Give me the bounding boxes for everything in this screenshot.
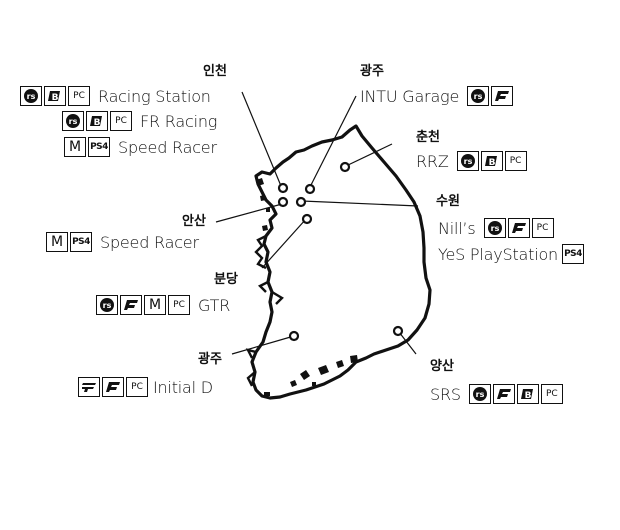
svg-text:B: B: [94, 118, 101, 128]
pc-icon: PC: [504, 151, 527, 171]
svg-text:B: B: [52, 93, 59, 103]
shop-row-intu-garage: INTU Garage rs: [360, 84, 514, 108]
pc-icon: PC: [68, 86, 90, 106]
shop-name: FR Racing: [140, 111, 218, 131]
leader-lines: [215, 91, 419, 355]
marker-chuncheon: [339, 161, 351, 173]
pc-icon: PC: [126, 377, 148, 397]
m-icon: M: [64, 137, 86, 157]
rs-icon: rs: [456, 151, 479, 171]
location-markers: [277, 161, 404, 342]
svg-text:B: B: [488, 158, 495, 168]
pc-icon: PC: [540, 384, 563, 404]
shop-row-fr-racing: rs B PC FR Racing: [62, 109, 217, 133]
marker-bundang: [301, 213, 313, 225]
m-icon: M: [46, 232, 68, 252]
f-icon: [492, 384, 515, 404]
pc-icon: PC: [531, 218, 554, 238]
b-icon: B: [44, 86, 66, 106]
region-label-suwon: 수원: [436, 194, 460, 209]
b-icon: B: [516, 384, 539, 404]
shop-name: Racing Station: [98, 86, 211, 106]
rs-icon: rs: [467, 86, 490, 106]
west-coast-detail: [245, 234, 284, 387]
shop-name: SRS: [430, 384, 461, 404]
svg-text:rs: rs: [463, 157, 472, 166]
region-label-ansan: 안산: [182, 214, 206, 229]
pc-icon: PC: [168, 295, 190, 315]
shop-row-rrz: RRZ rs B PC: [416, 149, 527, 173]
rs-icon: rs: [468, 384, 491, 404]
shop-row-yes-playstation: YeS PlayStation PS4: [438, 242, 584, 266]
badge-group: rs: [467, 86, 514, 106]
b-icon: B: [86, 111, 108, 131]
badge-group: rs M PC: [96, 295, 190, 315]
region-label-bundang: 분당: [214, 272, 238, 287]
badge-group: rs B PC: [456, 151, 527, 171]
badge-group: PS4: [562, 244, 584, 264]
region-label-incheon: 인천: [203, 64, 227, 79]
shop-name: YeS PlayStation: [438, 244, 558, 264]
marker-gwangju-south: [288, 330, 300, 342]
shop-name: GTR: [198, 295, 231, 315]
region-label-gwangju-south: 광주: [198, 352, 222, 367]
badge-group: rs B PC: [468, 384, 563, 404]
region-label-yangsan: 양산: [430, 359, 454, 374]
shop-row-initial-d: PC Initial D: [78, 375, 213, 399]
korea-outline: [250, 124, 432, 400]
svg-text:rs: rs: [103, 301, 112, 310]
badge-group: PC: [78, 377, 148, 397]
shop-name: Initial D: [153, 377, 213, 397]
shop-name: Speed Racer: [118, 137, 217, 157]
badge-group: rs B PC: [62, 111, 132, 131]
marker-suwon: [295, 196, 307, 208]
f-icon: [491, 86, 514, 106]
ps4-icon: PS4: [562, 244, 584, 264]
ps4-icon: PS4: [88, 137, 110, 157]
marker-incheon: [277, 182, 289, 194]
svg-text:rs: rs: [475, 390, 484, 399]
svg-text:rs: rs: [27, 92, 36, 101]
shop-row-srs: SRS rs B PC: [430, 382, 563, 406]
rs-icon: rs: [483, 218, 506, 238]
svg-text:rs: rs: [490, 224, 499, 233]
svg-text:rs: rs: [474, 92, 483, 101]
f-icon: [102, 377, 124, 397]
svg-text:rs: rs: [69, 117, 78, 126]
badge-group: M PS4: [64, 137, 110, 157]
region-label-chuncheon: 춘천: [416, 130, 440, 145]
incheon-islands: [256, 178, 270, 231]
shop-row-racing-station: rs B PC Racing Station: [20, 84, 211, 108]
pc-icon: PC: [110, 111, 132, 131]
shop-name: Nill’s: [438, 218, 476, 238]
shop-name: RRZ: [416, 151, 449, 171]
marker-gwangju-north: [304, 183, 316, 195]
rs-icon: rs: [62, 111, 84, 131]
ff-icon: [78, 377, 100, 397]
svg-text:B: B: [524, 391, 531, 401]
marker-yangsan: [392, 325, 404, 337]
rs-icon: rs: [96, 295, 118, 315]
b-icon: B: [480, 151, 503, 171]
shop-row-nills: Nill’s rs PC: [438, 216, 554, 240]
shop-row-speed-racer-ansan: M PS4 Speed Racer: [46, 230, 199, 254]
badge-group: rs PC: [483, 218, 554, 238]
marker-ansan: [277, 196, 289, 208]
badge-group: rs B PC: [20, 86, 90, 106]
ps4-icon: PS4: [70, 232, 92, 252]
shop-name: Speed Racer: [100, 232, 199, 252]
region-label-gwangju-north: 광주: [360, 64, 384, 79]
rs-icon: rs: [20, 86, 42, 106]
m-icon: M: [144, 295, 166, 315]
shop-row-gtr: rs M PC GTR: [96, 293, 230, 317]
f-icon: [507, 218, 530, 238]
f-icon: [120, 295, 142, 315]
shop-row-speed-racer-incheon: M PS4 Speed Racer: [64, 135, 217, 159]
shop-name: INTU Garage: [360, 86, 460, 106]
badge-group: M PS4: [46, 232, 92, 252]
